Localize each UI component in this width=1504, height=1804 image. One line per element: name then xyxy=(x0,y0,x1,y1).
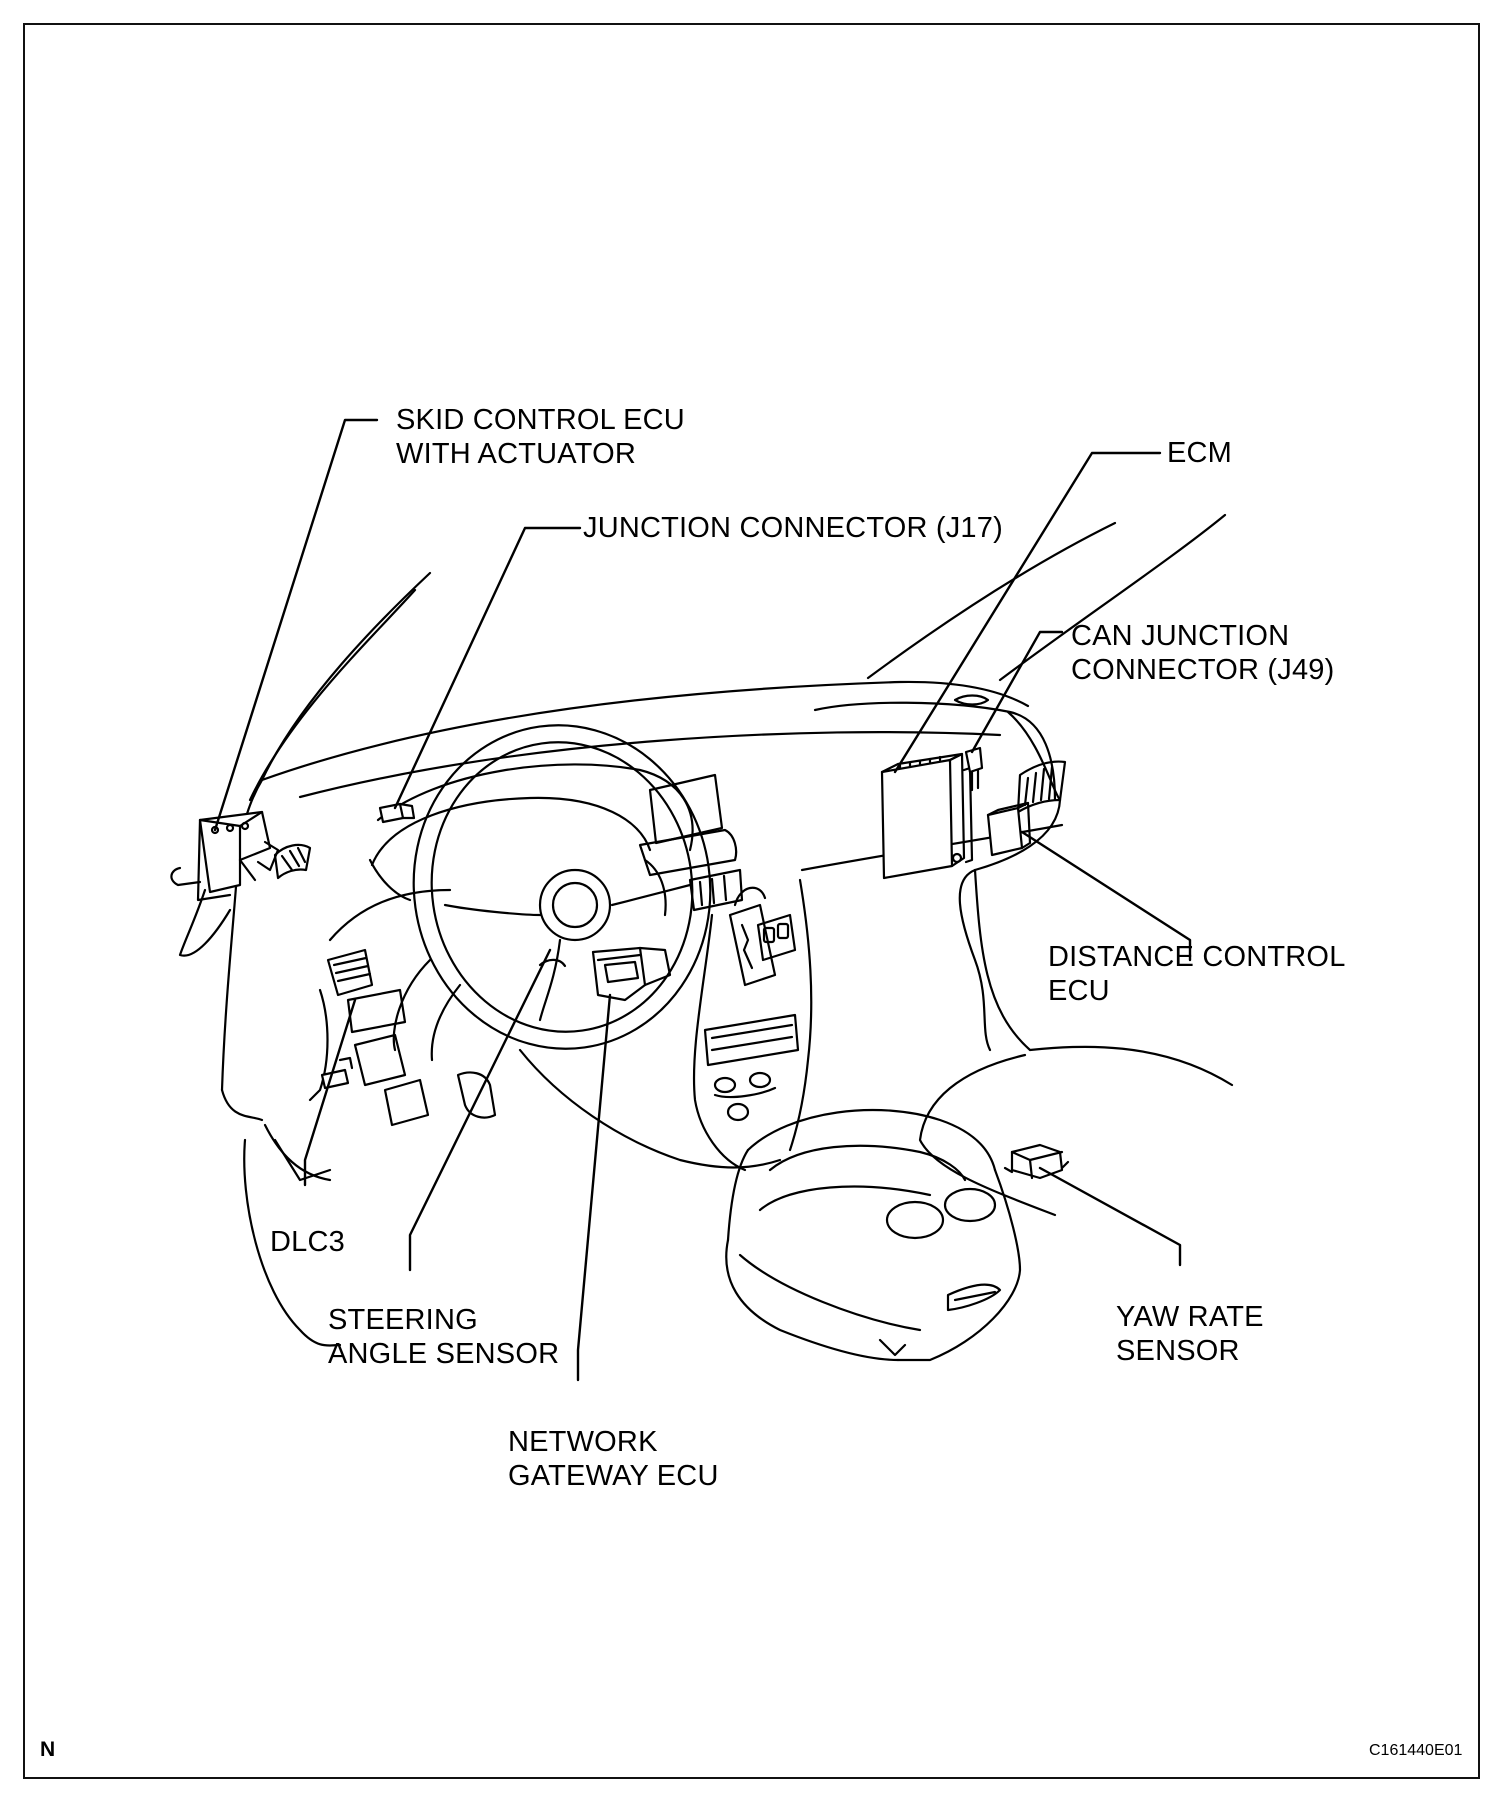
left-vent-lower xyxy=(326,948,374,997)
pedal-accel xyxy=(456,1071,497,1119)
leader-j17 xyxy=(393,526,582,810)
center-lower-knob xyxy=(726,1102,750,1122)
corner-mark: N xyxy=(40,1738,56,1761)
leader-gateway xyxy=(576,993,612,1382)
seat-curve xyxy=(918,1053,1057,1217)
can-junction-connector-j49-part xyxy=(964,746,984,792)
roof-line xyxy=(866,521,1117,680)
cup-holder-2 xyxy=(943,1187,997,1223)
skid-control-ecu-part xyxy=(170,810,280,957)
label-distance-control-ecu: DISTANCE CONTROL ECU xyxy=(1048,941,1346,1007)
leader-yaw xyxy=(1038,1166,1182,1267)
dashboard-top xyxy=(260,680,1030,782)
console-lid xyxy=(768,1144,967,1182)
floor-line xyxy=(263,1123,332,1182)
console-base xyxy=(738,1253,922,1332)
shift-knob xyxy=(733,886,767,907)
dashboard-top-right xyxy=(813,701,1057,802)
console-right xyxy=(896,1168,1022,1362)
dash-upper-edge xyxy=(298,731,1002,799)
label-skid-control-ecu: SKID CONTROL ECU WITH ACTUATOR xyxy=(396,404,685,470)
leader-dlc3 xyxy=(303,998,357,1187)
cup-holder-1 xyxy=(885,1200,945,1240)
dash-left-outer xyxy=(220,1088,264,1122)
center-screen xyxy=(648,773,724,845)
door-edge xyxy=(243,1138,342,1347)
cluster-lower xyxy=(328,888,452,942)
yaw-rate-sensor-part xyxy=(1003,1143,1070,1180)
dash-right-panel xyxy=(1006,710,1062,802)
leader-skid xyxy=(213,418,379,832)
left-knee-panel xyxy=(308,988,329,1102)
label-network-gateway-ecu: NETWORK GATEWAY ECU xyxy=(508,1426,719,1492)
leader-lines xyxy=(213,418,1192,1382)
label-junction-connector-j17: JUNCTION CONNECTOR (J17) xyxy=(583,512,1003,544)
leader-can xyxy=(970,630,1064,754)
pedal-brake xyxy=(383,1078,430,1127)
pedal-area xyxy=(353,1033,407,1087)
console-left xyxy=(726,1148,750,1242)
spoke-lower xyxy=(538,938,562,1022)
dash-right-curve xyxy=(958,798,1062,1052)
distance-control-ecu-part xyxy=(986,801,1032,857)
network-gateway-ecu-part xyxy=(591,946,672,1002)
left-switch xyxy=(346,988,407,1034)
steering-hub xyxy=(538,868,612,942)
label-ecm: ECM xyxy=(1167,437,1233,469)
junction-connector-j17-part xyxy=(378,802,416,824)
center-vents xyxy=(688,868,744,912)
figure-frame xyxy=(23,23,1480,1779)
shift-gate xyxy=(728,903,777,987)
console-front xyxy=(725,1238,900,1362)
dash-lower-sweep xyxy=(518,1048,782,1169)
leader-steering xyxy=(408,948,552,1272)
switch-panel xyxy=(756,913,797,962)
climate-panel xyxy=(703,1013,800,1067)
dlc3-part xyxy=(320,1056,354,1090)
spoke-left xyxy=(443,903,542,917)
label-can-junction-connector: CAN JUNCTION CONNECTOR (J49) xyxy=(1071,620,1335,686)
console-top xyxy=(746,1108,997,1172)
cluster-rim xyxy=(370,796,652,867)
vent-right xyxy=(1016,760,1067,814)
ecm-part xyxy=(880,752,974,880)
floor-sweep xyxy=(973,868,1234,1087)
spoke-right xyxy=(610,883,692,907)
center-stack-left xyxy=(692,913,747,1172)
leader-distance xyxy=(1020,830,1192,962)
windshield-pillar-inner xyxy=(248,588,417,802)
console-tray xyxy=(946,1283,1002,1312)
figure-id: C161440E01 xyxy=(1369,1742,1463,1759)
label-yaw-rate-sensor: YAW RATE SENSOR xyxy=(1116,1301,1264,1367)
leader-ecm xyxy=(893,451,1162,774)
right-sensor-bump xyxy=(953,694,990,706)
label-dlc3: DLC3 xyxy=(270,1226,345,1258)
center-stack-right xyxy=(788,878,813,1152)
steering-column xyxy=(392,958,432,1052)
steering-wheel-outer xyxy=(412,724,712,1050)
label-steering-angle-sensor: STEERING ANGLE SENSOR xyxy=(328,1304,560,1370)
roof-line-right xyxy=(998,513,1227,682)
dash-inner-left xyxy=(368,858,412,902)
cluster-hood xyxy=(376,763,694,852)
left-vent xyxy=(273,843,312,880)
